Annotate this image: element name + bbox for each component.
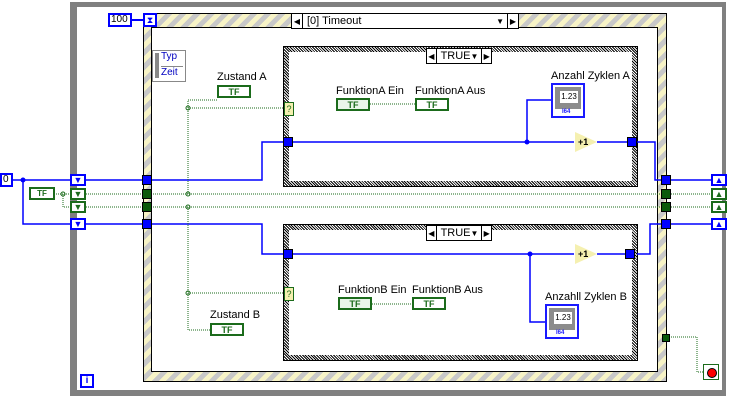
wire-bool-to-sr4 (62, 194, 70, 208)
wire-zero-to-sr2 (22, 180, 70, 225)
increment-b-label: +1 (578, 249, 589, 259)
iteration-terminal[interactable]: i (80, 374, 94, 388)
shift-register-left-2[interactable]: ▼ (70, 188, 86, 200)
wire-junction (524, 139, 530, 145)
anzahl-zyklen-a-type: I64 (562, 109, 571, 115)
down-triangle-icon: ▼ (73, 189, 83, 199)
wire-junction (185, 204, 191, 210)
tunnel[interactable] (661, 175, 671, 185)
funktiona-ein-control[interactable]: TF (336, 98, 370, 111)
zustand-b-indicator[interactable]: TF (210, 323, 244, 336)
stop-icon (707, 368, 717, 378)
shift-register-left-3[interactable]: ▼ (70, 201, 86, 213)
hourglass-icon: ⧗ (143, 13, 157, 27)
wire-zustand-b (187, 207, 210, 331)
shift-register-right-2[interactable]: ▲ (711, 188, 727, 200)
zustand-a-indicator[interactable]: TF (217, 85, 251, 98)
tunnel[interactable] (142, 175, 152, 185)
prev-case-arrow-icon[interactable]: ◀ (427, 49, 437, 63)
anzahl-zyklen-a-value: 1.23 (560, 91, 578, 103)
down-triangle-icon: ▼ (73, 175, 83, 185)
funktiona-aus-indicator[interactable]: TF (415, 98, 449, 111)
wire-stop (667, 336, 703, 373)
event-data-node[interactable]: Typ Zeit (152, 50, 186, 82)
shift-register-right-4[interactable]: ▲ (711, 218, 727, 230)
case-a-selector[interactable]: ◀ TRUE ▼ ▶ (426, 48, 492, 64)
case-a-selector-label: TRUE (440, 50, 471, 62)
wire-a-to-indicator (526, 99, 552, 142)
stop-terminal[interactable] (703, 364, 719, 380)
tunnel[interactable] (142, 202, 152, 212)
anzahl-zyklen-b-type: I64 (556, 330, 565, 336)
wire-zustand-a (187, 99, 217, 194)
timeout-wire (131, 19, 143, 21)
increment-a-node[interactable] (575, 132, 597, 152)
funktionb-ein-label: FunktionB Ein (338, 284, 407, 296)
anzahl-zyklen-a-label: Anzahl Zyklen A (551, 70, 630, 82)
increment-a-label: +1 (578, 137, 589, 147)
up-triangle-icon: ▲ (714, 189, 724, 199)
prev-case-arrow-icon[interactable]: ◀ (427, 226, 437, 240)
up-triangle-icon: ▲ (714, 219, 724, 229)
case-b-tunnel-out[interactable] (625, 249, 635, 259)
shift-register-right-3[interactable]: ▲ (711, 201, 727, 213)
funktionb-ein-control[interactable]: TF (338, 297, 372, 310)
wire-junction (185, 191, 191, 197)
wire-a-in (151, 141, 284, 181)
shift-register-left-4[interactable]: ▼ (70, 218, 86, 230)
case-b-selector[interactable]: ◀ TRUE ▼ ▶ (426, 225, 492, 241)
chevron-down-icon[interactable]: ▼ (470, 51, 479, 61)
event-data-handle (155, 53, 159, 78)
tunnel[interactable] (142, 219, 152, 229)
tunnel[interactable] (661, 219, 671, 229)
anzahl-zyklen-b-label: Anzahll Zyklen B (545, 291, 627, 303)
anzahl-zyklen-a-indicator[interactable]: 1.23 I64 (551, 83, 585, 118)
case-a-tunnel-out[interactable] (627, 137, 637, 147)
wire-b-out (637, 223, 667, 255)
chevron-down-icon[interactable]: ▼ (496, 16, 504, 26)
prev-event-arrow-icon[interactable]: ◀ (292, 14, 303, 28)
tunnel[interactable] (661, 202, 671, 212)
event-data-typ: Typ (161, 51, 178, 62)
funktionb-aus-indicator[interactable]: TF (412, 297, 446, 310)
event-data-zeit: Zeit (161, 66, 183, 78)
case-a-selector-terminal[interactable]: ? (284, 102, 294, 116)
case-b-tunnel-in[interactable] (283, 249, 293, 259)
shift-register-left-1[interactable]: ▼ (70, 174, 86, 186)
wire-junction (527, 251, 533, 257)
funktiona-ein-label: FunktionA Ein (336, 85, 404, 97)
boolean-constant[interactable]: TF (29, 187, 55, 200)
tunnel[interactable] (142, 189, 152, 199)
case-b-selector-label: TRUE (440, 227, 471, 239)
wire-b-in (151, 223, 284, 255)
wire-b-to-indicator (529, 254, 545, 323)
next-case-arrow-icon[interactable]: ▶ (481, 49, 491, 63)
tunnel[interactable] (661, 189, 671, 199)
zustand-b-label: Zustand B (210, 309, 261, 321)
case-b-selector-terminal[interactable]: ? (284, 287, 294, 301)
stop-condition-tunnel[interactable] (662, 334, 670, 342)
funktionb-aus-label: FunktionB Aus (412, 284, 483, 296)
up-triangle-icon: ▲ (714, 202, 724, 212)
chevron-down-icon[interactable]: ▼ (470, 228, 479, 238)
anzahl-zyklen-b-value: 1.23 (554, 312, 572, 324)
down-triangle-icon: ▼ (73, 219, 83, 229)
down-triangle-icon: ▼ (73, 202, 83, 212)
up-triangle-icon: ▲ (714, 175, 724, 185)
case-a-tunnel-in[interactable] (283, 137, 293, 147)
shift-register-right-1[interactable]: ▲ (711, 174, 727, 186)
next-case-arrow-icon[interactable]: ▶ (481, 226, 491, 240)
event-selector[interactable]: ◀ [0] Timeout ▼ ▶ (291, 13, 519, 29)
wire-junction (20, 177, 26, 183)
wire-junction (185, 290, 191, 296)
event-selector-label: [0] Timeout (307, 15, 362, 27)
anzahl-zyklen-b-indicator[interactable]: 1.23 I64 (545, 304, 579, 339)
zustand-a-label: Zustand A (217, 71, 267, 83)
funktiona-aus-label: FunktionA Aus (415, 85, 486, 97)
constant-zero[interactable]: 0 (0, 173, 13, 187)
wire-junction (60, 191, 66, 197)
wire-junction (185, 105, 191, 111)
next-event-arrow-icon[interactable]: ▶ (507, 14, 518, 28)
increment-b-node[interactable] (575, 244, 597, 264)
